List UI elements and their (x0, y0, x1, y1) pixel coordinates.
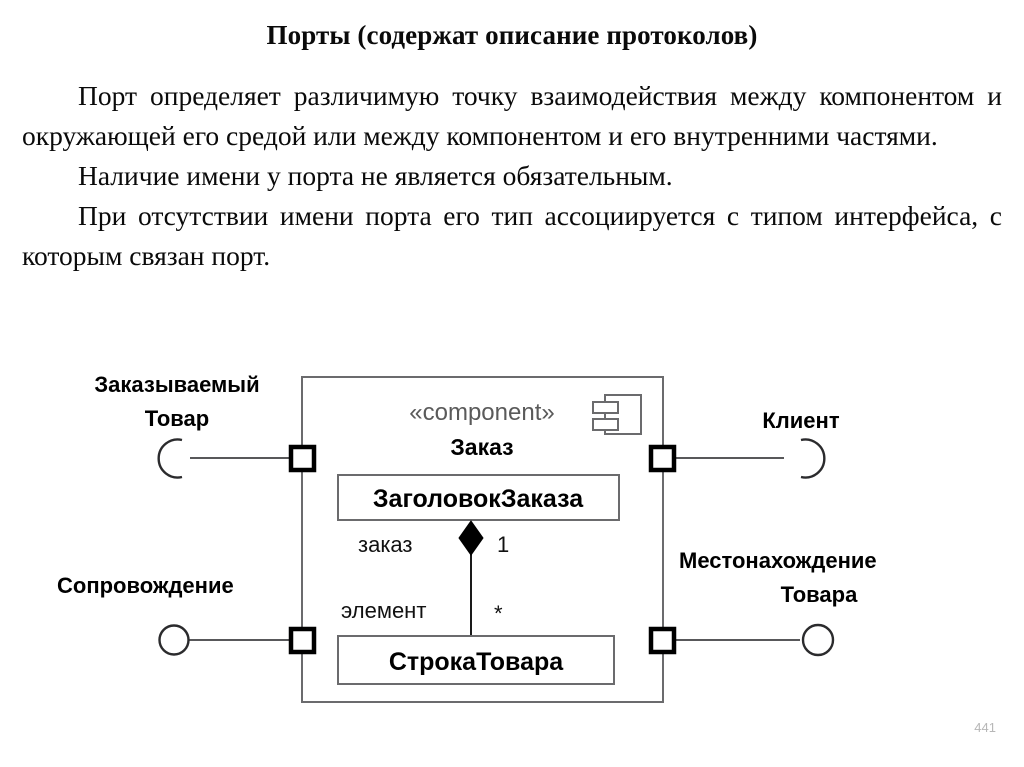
association-multiplicity-target: * (494, 601, 503, 626)
interface-label-goods-location-line2: Товара (781, 582, 858, 607)
component-name: Заказ (450, 434, 513, 460)
lollipop-icon-support (158, 624, 190, 656)
association-role-source: заказ (358, 532, 413, 557)
page-number: 441 (974, 720, 996, 735)
association-role-target: элемент (341, 598, 426, 623)
interface-label-ordered-goods-line2: Товар (145, 406, 209, 431)
class-name-order-header: ЗаголовокЗаказа (373, 485, 584, 513)
port-top-left[interactable] (288, 444, 317, 473)
uml-component-diagram: «component» Заказ ЗаголовокЗаказа заказ … (0, 340, 1024, 740)
class-box-order-header (337, 474, 620, 521)
lollipop-icon-goods-location (801, 623, 835, 657)
interface-label-client: Клиент (762, 408, 839, 433)
component-icon (592, 394, 642, 435)
socket-icon-client (800, 438, 826, 479)
page-title: Порты (содержат описание протоколов) (266, 20, 758, 50)
interface-label-goods-location-line1: Местонахождение (679, 548, 877, 573)
composition-diamond (458, 520, 484, 556)
port-bottom-right[interactable] (648, 626, 677, 655)
class-box-order-line (337, 635, 615, 685)
association-multiplicity-source: 1 (497, 532, 509, 557)
paragraph-2: Наличие имени у порта не является обязат… (78, 160, 673, 191)
paragraph-1: Порт определяет различимую точку взаимод… (22, 80, 1002, 151)
interface-label-ordered-goods-line1: Заказываемый (94, 372, 259, 397)
component-stereotype: «component» (409, 399, 554, 426)
port-bottom-left[interactable] (288, 626, 317, 655)
body-text-block: Порт определяет различимую точку взаимод… (22, 76, 1002, 276)
port-top-right[interactable] (648, 444, 677, 473)
class-name-order-line: СтрокаТовара (389, 648, 564, 676)
paragraph-3: При отсутствии имени порта его тип ассоц… (22, 200, 1002, 271)
interface-label-support: Сопровождение (57, 573, 234, 598)
socket-icon-ordered-goods (157, 438, 183, 479)
